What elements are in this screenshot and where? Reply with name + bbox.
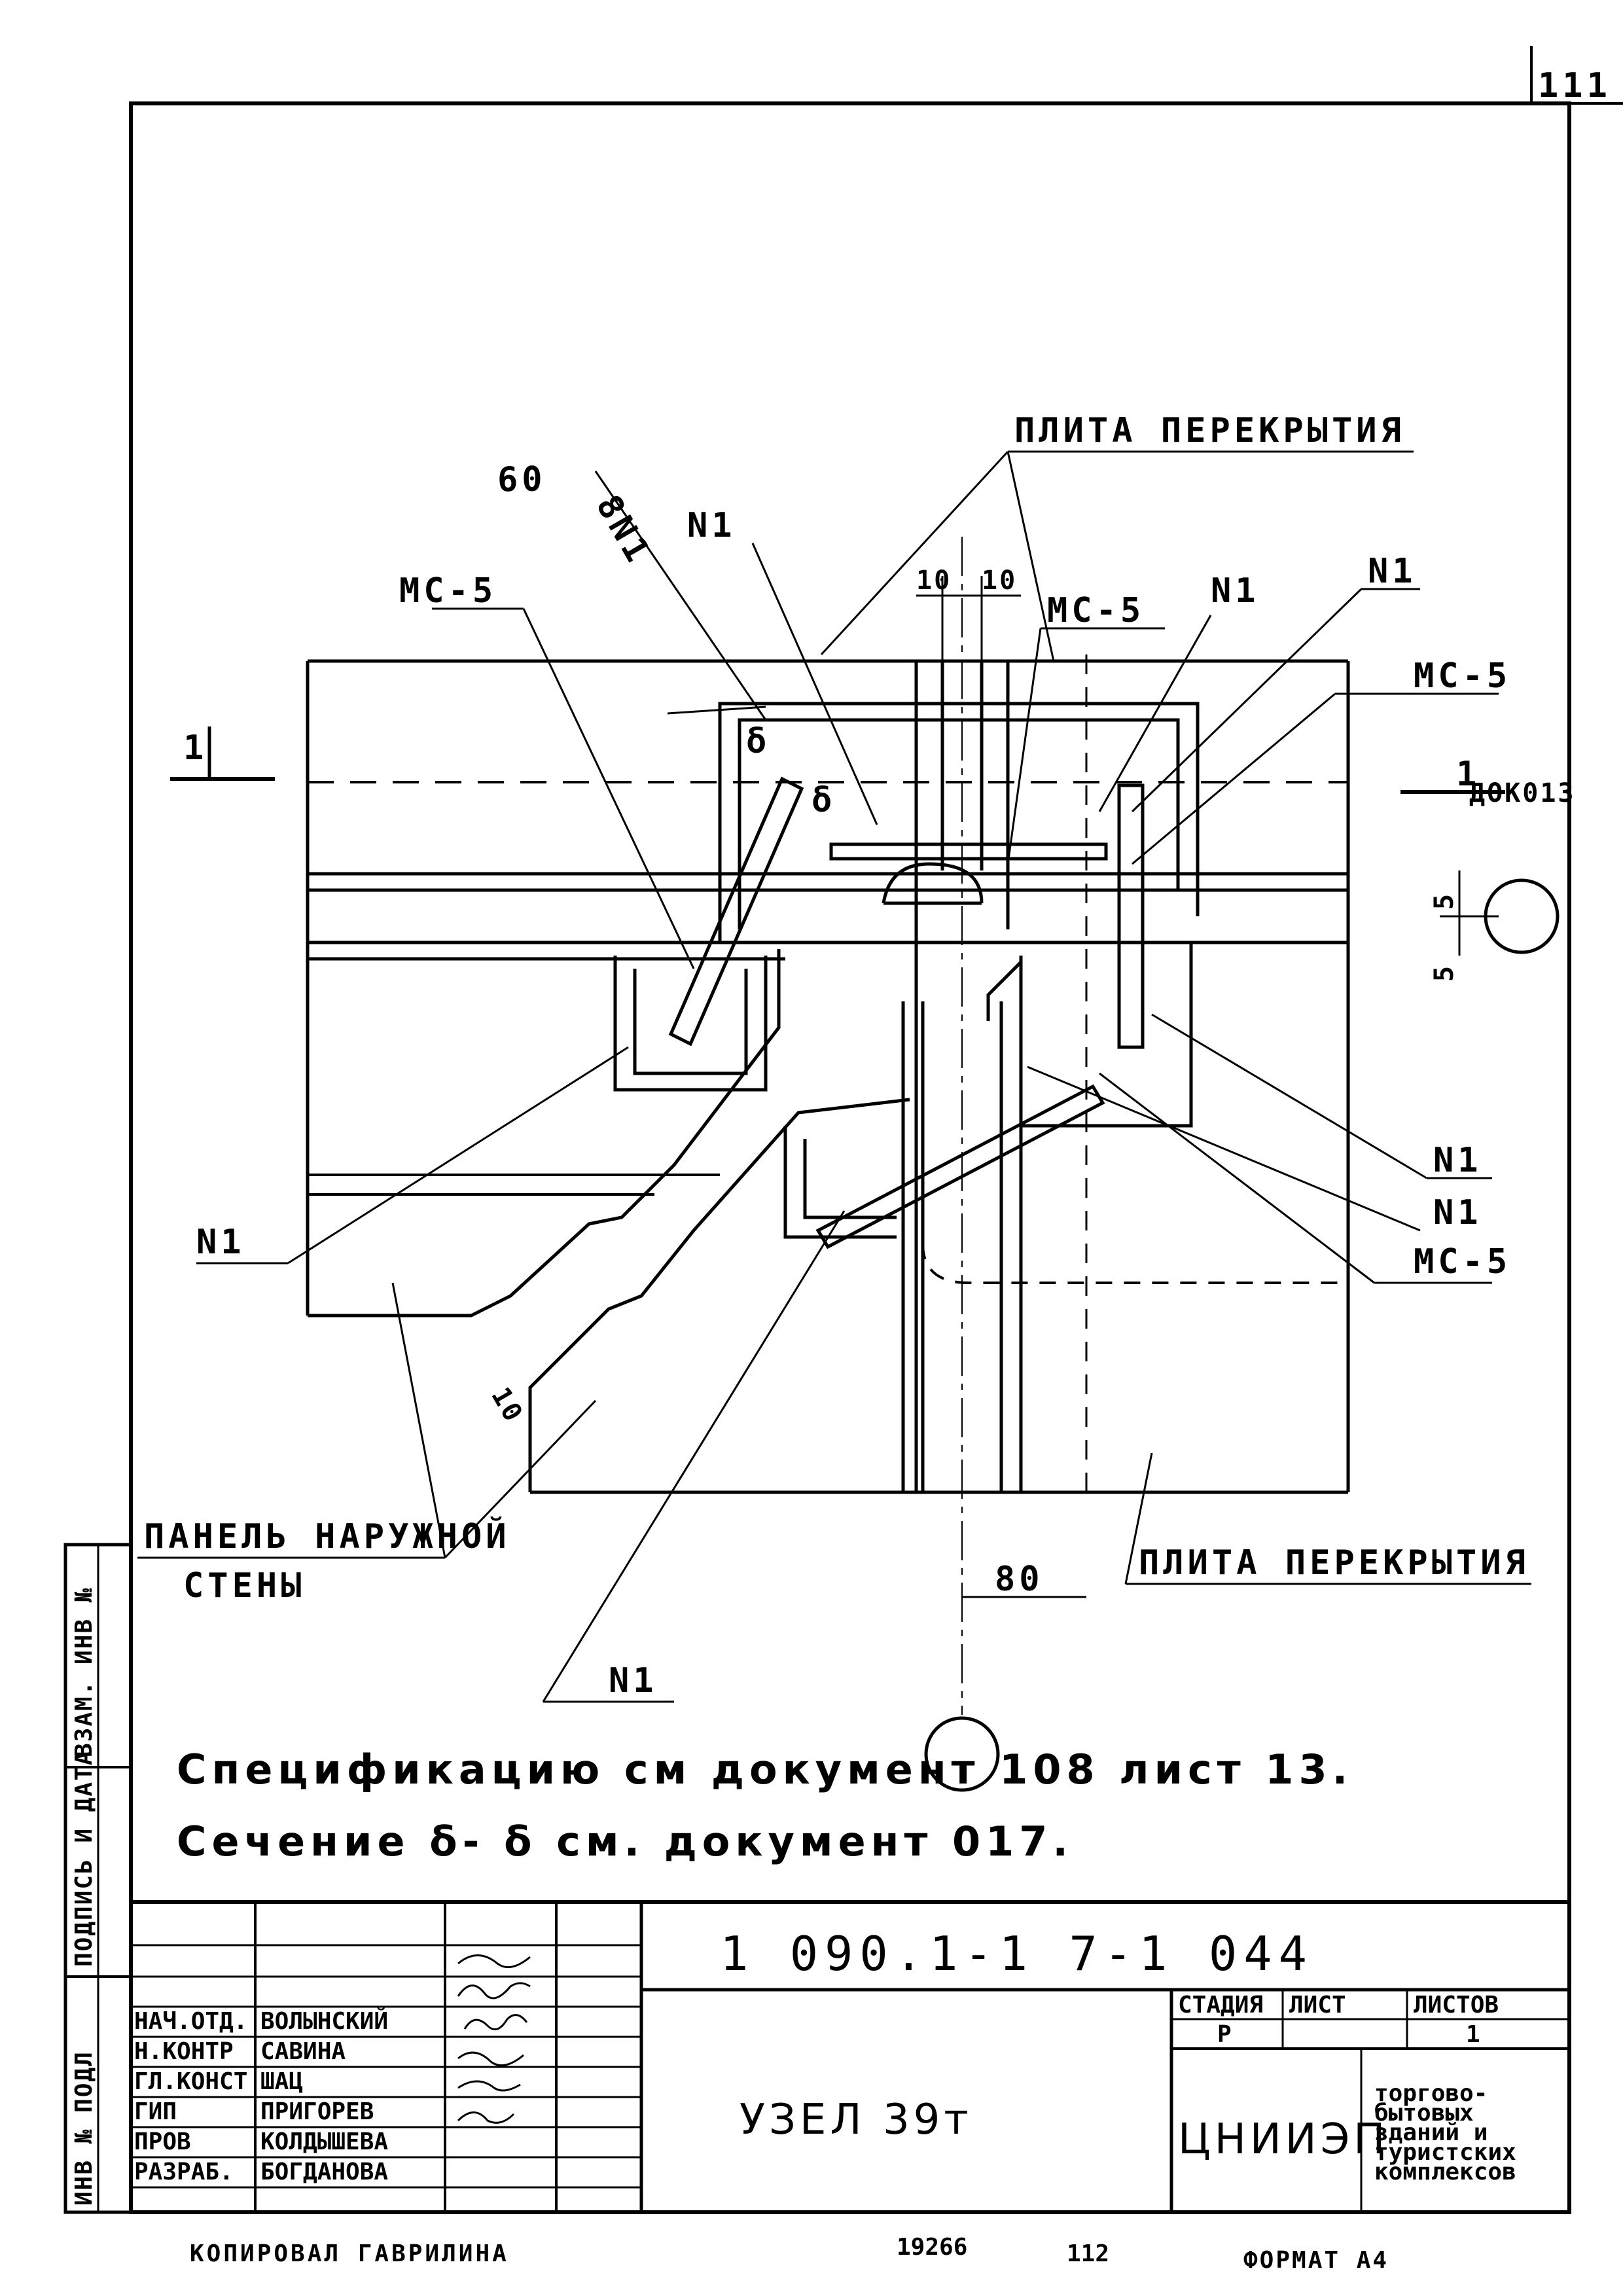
dim-5b: 5 [1429, 964, 1459, 982]
node-title: УЗЕЛ 39т [740, 2096, 972, 2144]
section-mark-right: 1 [1456, 755, 1480, 794]
role-2: ГЛ.КОНСТ [134, 2068, 247, 2095]
role-4: ПРОВ [134, 2128, 191, 2155]
label-mc5-mid: МС-5 [1047, 591, 1145, 630]
name-2: ШАЦ [260, 2068, 303, 2095]
org-desc-5: комплексов [1374, 2159, 1516, 2185]
stage-value: Р [1217, 2021, 1232, 2048]
org-desc-2: бытовых [1374, 2100, 1474, 2126]
dim-10-weld: 10 [485, 1382, 529, 1428]
name-5: БОГДАНОВА [260, 2159, 388, 2185]
dim-8n1: 8N1 [588, 489, 659, 572]
doc-code: 1 090.1-1 7-1 044 [720, 1926, 1313, 1981]
dim-60: 60 [497, 460, 546, 499]
label-n1-bottom: N1 [609, 1661, 658, 1700]
axis-circle-right [1484, 878, 1560, 954]
sheet-frame [129, 101, 1571, 1904]
org-desc-3: зданий и [1374, 2119, 1488, 2146]
label-n1-top-a: N1 [687, 506, 736, 545]
node-drawing [137, 450, 1531, 1715]
org-desc-4: туристских [1374, 2139, 1516, 2166]
label-n1-right-a: N1 [1433, 1141, 1482, 1180]
stamp-vzam: ВЗАМ. ИНВ № [71, 1587, 98, 1757]
label-n1-right-b: N1 [1433, 1193, 1482, 1232]
name-1: САВИНА [260, 2038, 346, 2065]
role-5: РАЗРАБ. [134, 2159, 234, 2185]
footer-format: ФОРМАТ А4 [1243, 2247, 1389, 2274]
sheet-number: 111 [1538, 66, 1611, 105]
role-3: ГИП [134, 2098, 177, 2125]
label-panel-line1: ПАНЕЛЬ НАРУЖНОЙ [144, 1516, 510, 1556]
dim-10b: 10 [982, 565, 1017, 596]
label-n1-top-c: N1 [1368, 552, 1417, 591]
label-mc5-bottom: МС-5 [1414, 1242, 1511, 1282]
org-desc-1: торгово- [1374, 2080, 1488, 2107]
label-plita-bottom: ПЛИТА ПЕРЕКРЫТИЯ [1139, 1543, 1529, 1583]
footer-copied: КОПИРОВАЛ ГАВРИЛИНА [190, 2240, 509, 2267]
org-name: ЦНИИЭП [1178, 2115, 1389, 2164]
label-plita-top: ПЛИТА ПЕРЕКРЫТИЯ [1014, 411, 1405, 450]
label-panel-line2: СТЕНЫ [183, 1566, 306, 1605]
side-stamp: ИНВ № ПОДЛ ПОДПИСЬ И ДАТА ВЗАМ. ИНВ № [63, 1543, 133, 2214]
signatures [457, 1954, 531, 2124]
sheets-value: 1 [1466, 2021, 1480, 2048]
label-mc5-left: МС-5 [399, 571, 497, 611]
role-1: Н.КОНТР [134, 2038, 234, 2065]
dim-80: 80 [995, 1560, 1044, 1599]
name-4: КОЛДЫШЕВА [260, 2128, 388, 2155]
name-3: ПРИГОРЕВ [260, 2098, 374, 2125]
sheets-header: ЛИСТОВ [1414, 1992, 1499, 2018]
stamp-inv-podl: ИНВ № ПОДЛ [71, 2051, 98, 2206]
dim-5a: 5 [1429, 892, 1459, 910]
note-section: Сечение δ- δ см. документ 017. [177, 1818, 1073, 1865]
section-mark-left: 1 [183, 728, 207, 768]
title-block [129, 1900, 1571, 2214]
section-ref-doc: ДОК013 [1469, 778, 1576, 808]
dim-10a: 10 [916, 565, 952, 596]
note-specification: Спецификацию см документ 108 лист 13. [177, 1746, 1353, 1793]
role-0: НАЧ.ОТД. [134, 2008, 247, 2035]
label-mc5-right: МС-5 [1414, 656, 1511, 696]
axis-circle-bottom [924, 1716, 1000, 1792]
delta-b: δ [812, 781, 836, 820]
label-n1-top-b: N1 [1211, 571, 1260, 611]
delta-a: δ [746, 722, 770, 761]
footer-num2: 112 [1067, 2240, 1109, 2267]
footer-num1: 19266 [897, 2234, 967, 2261]
label-n1-left: N1 [196, 1223, 245, 1262]
stage-header: СТАДИЯ [1178, 1992, 1263, 2018]
name-0: ВОЛЫНСКИЙ [260, 2007, 388, 2035]
stamp-podpis: ПОДПИСЬ И ДАТА [71, 1750, 98, 1967]
sheet-header: ЛИСТ [1289, 1992, 1346, 2018]
